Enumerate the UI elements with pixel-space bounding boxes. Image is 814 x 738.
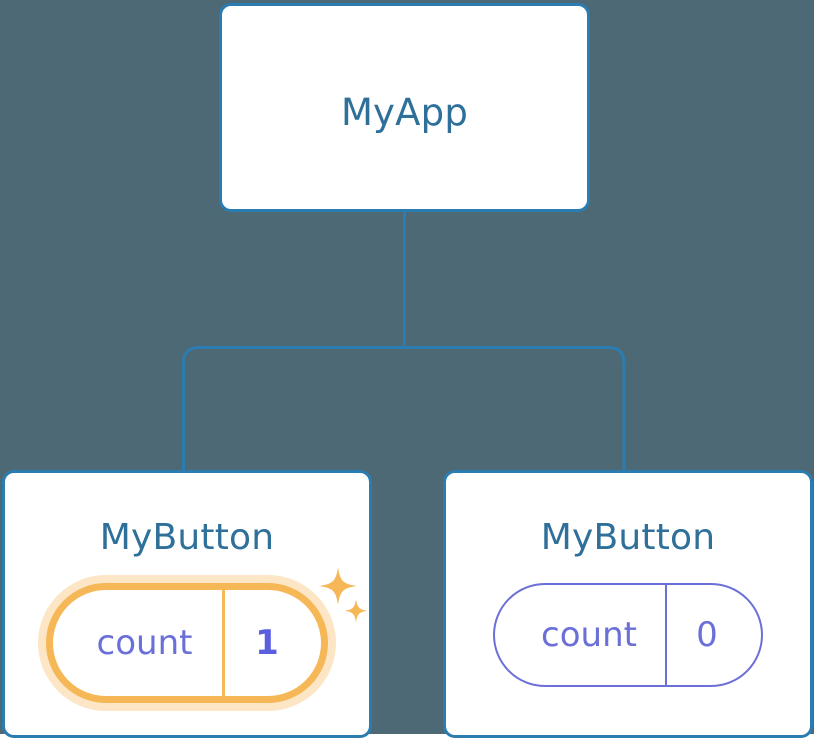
state-value-right: 0: [696, 615, 718, 655]
edge-branch-left: [182, 346, 405, 472]
node-mybutton-left[interactable]: MyButton count 1: [2, 470, 372, 738]
state-value-left: 1: [255, 623, 279, 663]
state-pill-container-right: count 0: [446, 583, 810, 687]
state-pill-left[interactable]: count 1: [46, 583, 328, 703]
node-mybutton-right[interactable]: MyButton count 0: [443, 470, 813, 738]
state-pill-container-left: count 1: [5, 567, 369, 703]
state-pill-highlight-wrap: count 1: [46, 567, 368, 703]
state-key-right: count: [495, 585, 667, 685]
node-title-mybutton-left: MyButton: [99, 517, 275, 558]
node-title-mybutton-right: MyButton: [540, 517, 716, 558]
node-title-myapp: MyApp: [340, 91, 469, 134]
edge-branch-right: [404, 346, 626, 472]
state-key-left: count: [53, 590, 225, 696]
node-myapp[interactable]: MyApp: [219, 3, 590, 212]
sparkle-large-icon: [319, 567, 357, 605]
state-pill-right[interactable]: count 0: [493, 583, 763, 687]
sparkle-small-icon: [344, 599, 368, 623]
